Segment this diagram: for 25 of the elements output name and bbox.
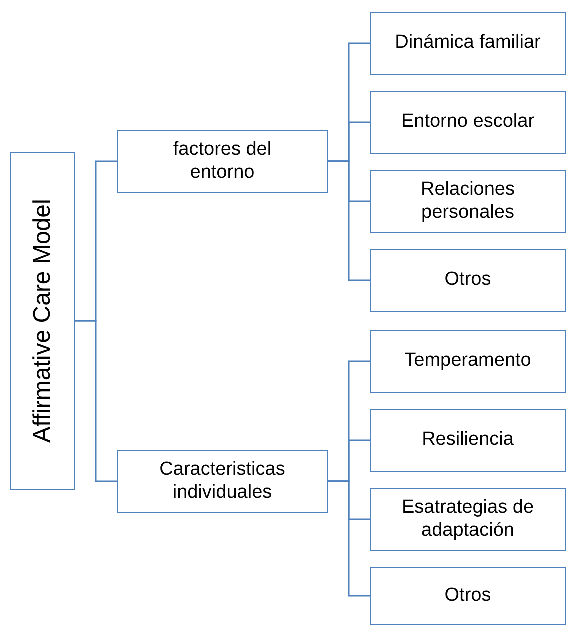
connector-line [328,480,370,597]
box-label: Otros [444,584,492,608]
box-label: Entorno escolar [400,111,536,134]
tree-box [117,450,328,513]
box-label: Temperamento [404,350,532,373]
tree-box [370,567,566,625]
box-label: factores del entorno [172,138,273,184]
tree-box [370,249,566,312]
tree-box [370,170,566,233]
box-label: Dinámica familiar [394,32,542,55]
tree-box [370,91,566,154]
tree-box [117,130,328,193]
box-label: Otros [444,269,492,292]
box-label: Resiliencia [421,429,515,452]
connector-line [328,160,370,282]
box-label: Caracteristicas individuales [158,458,286,504]
tree-box [370,409,566,472]
tree-box [370,488,566,551]
tree-box [370,12,566,75]
box-label: Affirmative Care Model [28,199,56,443]
box-label: Relaciones personales [420,178,516,224]
tree-box [370,330,566,393]
box-label: Esatrategias de adaptación [400,496,536,542]
connector-line [75,320,117,482]
tree-box [10,152,75,490]
